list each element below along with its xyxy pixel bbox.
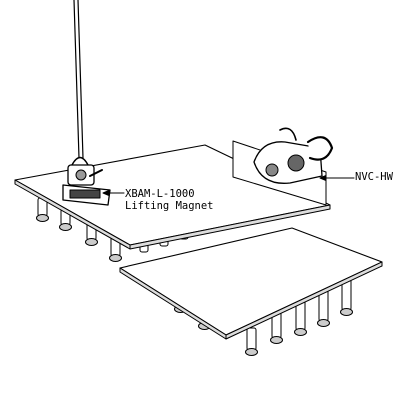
- clamp-label: NVC-HW: [355, 171, 393, 183]
- support-legs-lower: [174, 275, 353, 356]
- leader-lines: [102, 175, 355, 196]
- crane-cable: [73, 0, 84, 159]
- magnet-description-text: Lifting Magnet: [125, 200, 214, 212]
- lifting-magnet: [62, 156, 111, 206]
- magnet-label: XBAM-L-1000 Lifting Magnet: [125, 188, 214, 212]
- magnet-model-text: XBAM-L-1000: [125, 188, 195, 200]
- plate-clamp: [232, 127, 334, 206]
